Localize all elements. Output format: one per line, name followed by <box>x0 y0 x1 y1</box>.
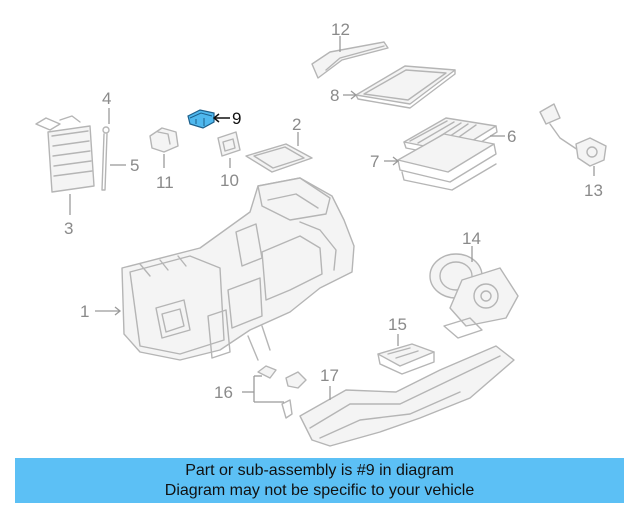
label-11: 11 <box>156 173 174 192</box>
part-1-hvac-housing <box>95 177 355 361</box>
part-14-blower <box>429 246 519 339</box>
label-17: 17 <box>320 366 339 385</box>
part-13-actuator <box>539 103 607 176</box>
part-4-rod <box>101 108 110 191</box>
label-1: 1 <box>80 302 89 321</box>
label-2: 2 <box>292 115 301 134</box>
label-4: 4 <box>102 89 111 108</box>
part-11-bracket <box>149 127 179 168</box>
label-15: 15 <box>388 315 407 334</box>
label-8: 8 <box>330 86 339 105</box>
part-10-clip <box>217 131 241 168</box>
part-12-duct <box>311 36 389 79</box>
label-12: 12 <box>331 20 350 39</box>
label-7: 7 <box>370 152 379 171</box>
label-5: 5 <box>130 156 139 175</box>
caption-line-2: Diagram may not be specific to your vehi… <box>164 482 475 499</box>
part-2-gasket <box>245 132 313 173</box>
label-10: 10 <box>220 171 239 190</box>
label-16: 16 <box>214 383 233 402</box>
part-9-highlighted <box>187 109 230 129</box>
label-6: 6 <box>507 127 516 146</box>
part-15-module <box>377 334 435 375</box>
part-7-tray <box>384 133 497 191</box>
part-17-floor-duct <box>299 345 515 447</box>
label-13: 13 <box>584 181 603 200</box>
caption-bar: Part or sub-assembly is #9 in diagram Di… <box>15 458 624 503</box>
parts-diagram: 12 8 9 4 5 3 11 <box>35 20 607 447</box>
caption-line-1: Part or sub-assembly is #9 in diagram <box>185 462 454 479</box>
part-16-sensors <box>242 365 307 419</box>
part-3-heater-core <box>35 115 95 215</box>
label-3: 3 <box>64 219 73 238</box>
label-9: 9 <box>232 109 241 128</box>
label-14: 14 <box>462 229 481 248</box>
part-8-filter-tray <box>343 65 456 109</box>
